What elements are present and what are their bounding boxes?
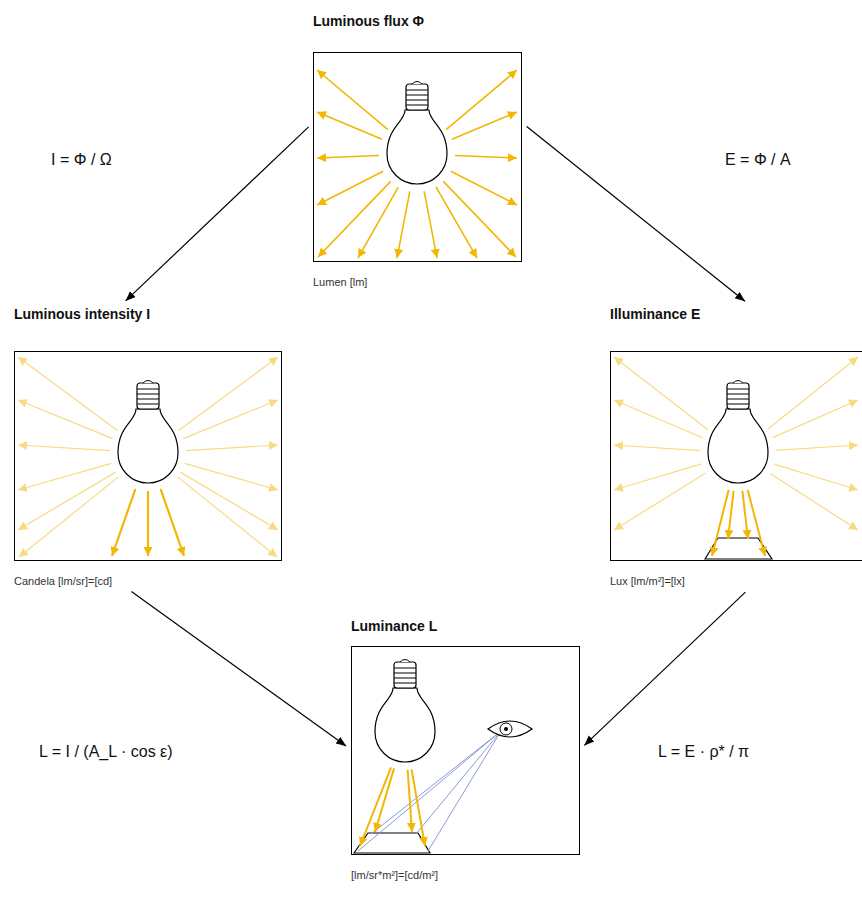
formula-label: I = Φ / Ω — [48, 150, 115, 170]
figure-frame — [610, 351, 862, 561]
eye-symbol — [488, 721, 532, 737]
figure-panel: Luminous flux Φ Lumen [lm] — [313, 12, 522, 289]
light-bulb — [375, 660, 435, 763]
light-bulb — [708, 381, 768, 484]
connector-arrow — [527, 127, 745, 302]
eye-symbol — [500, 723, 512, 735]
formula-label: E = Φ / A — [722, 150, 794, 170]
eye-symbol — [488, 721, 532, 737]
light-bulb — [387, 82, 447, 185]
view-lines — [428, 731, 501, 851]
pale-light-rays — [18, 357, 278, 557]
unit-caption: Lumen [lm] — [313, 276, 522, 289]
figure-panel: Luminous intensity I Candela [lm/sr]=[cd] — [14, 305, 282, 588]
formula-label: L = E · ρ* / π — [655, 742, 752, 762]
connector-arrow — [126, 127, 309, 301]
connector-arrow — [584, 592, 745, 745]
panel-heading: Luminous flux Φ — [313, 12, 522, 30]
panel-heading: Luminous intensity I — [14, 305, 282, 323]
light-bulb — [118, 381, 178, 484]
figure-panel: Luminance L [lm/sr*m²]=[cd/m²] — [351, 617, 580, 882]
figure-panel: Illuminance E Lux [lm/m²]=[lx] — [610, 305, 862, 588]
pale-light-rays — [614, 357, 858, 530]
unit-caption: Candela [lm/sr]=[cd] — [14, 575, 282, 588]
unit-caption: Lux [lm/m²]=[lx] — [610, 575, 862, 588]
figure-frame — [14, 351, 282, 561]
formula-label: L = I / (A_L · cos ε) — [36, 742, 176, 762]
panel-heading: Illuminance E — [610, 305, 862, 323]
connector-arrow — [131, 592, 346, 747]
eye-symbol — [504, 727, 508, 731]
figure-frame — [313, 52, 522, 262]
light-rays — [317, 70, 517, 258]
unit-caption: [lm/sr*m²]=[cd/m²] — [351, 869, 580, 882]
panel-heading: Luminance L — [351, 617, 580, 635]
lit-surface — [354, 833, 430, 853]
figure-frame — [351, 646, 580, 855]
